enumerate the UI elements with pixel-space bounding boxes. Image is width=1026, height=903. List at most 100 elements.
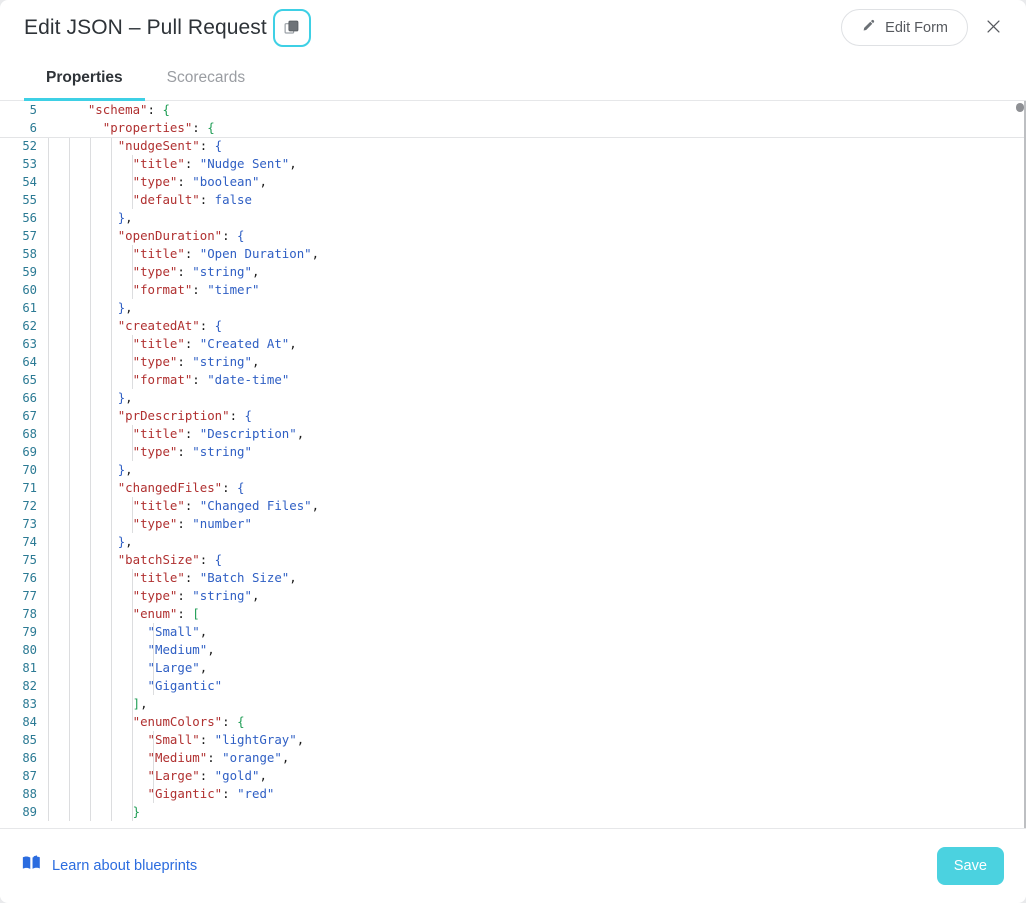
code-line-content[interactable]: "Gigantic"	[44, 677, 1026, 695]
code-line-content[interactable]: "type": "string",	[44, 263, 1026, 281]
code-line[interactable]: 53 "title": "Nudge Sent",	[0, 155, 1026, 173]
json-token	[58, 408, 118, 423]
code-line[interactable]: 67 "prDescription": {	[0, 407, 1026, 425]
code-line-content[interactable]: "title": "Open Duration",	[44, 245, 1026, 263]
indent-guides	[44, 695, 1026, 713]
code-line-content[interactable]: "nudgeSent": {	[44, 137, 1026, 155]
code-line[interactable]: 79 "Small",	[0, 623, 1026, 641]
code-line-content[interactable]: "Gigantic": "red"	[44, 785, 1026, 803]
line-number: 68	[22, 427, 37, 441]
indent-guide	[48, 479, 49, 497]
code-line[interactable]: 84 "enumColors": {	[0, 713, 1026, 731]
code-line[interactable]: 58 "title": "Open Duration",	[0, 245, 1026, 263]
code-line-content[interactable]: },	[44, 461, 1026, 479]
code-line[interactable]: 62 "createdAt": {	[0, 317, 1026, 335]
code-line[interactable]: 70 },	[0, 461, 1026, 479]
close-button[interactable]	[976, 11, 1010, 45]
code-line-content[interactable]: },	[44, 389, 1026, 407]
code-line-content[interactable]: "batchSize": {	[44, 551, 1026, 569]
code-line[interactable]: 5 "schema": {	[0, 101, 1026, 119]
code-line-content[interactable]: "title": "Description",	[44, 425, 1026, 443]
indent-guide	[48, 803, 49, 821]
code-line-content[interactable]: },	[44, 533, 1026, 551]
code-line[interactable]: 86 "Medium": "orange",	[0, 749, 1026, 767]
code-line[interactable]: 74 },	[0, 533, 1026, 551]
code-line-content[interactable]: "type": "string",	[44, 587, 1026, 605]
code-line[interactable]: 82 "Gigantic"	[0, 677, 1026, 695]
code-line[interactable]: 78 "enum": [	[0, 605, 1026, 623]
code-line-content[interactable]: "changedFiles": {	[44, 479, 1026, 497]
code-line[interactable]: 72 "title": "Changed Files",	[0, 497, 1026, 515]
tab-properties[interactable]: Properties	[24, 55, 145, 101]
save-button[interactable]: Save	[936, 846, 1004, 885]
code-line-content[interactable]: "title": "Changed Files",	[44, 497, 1026, 515]
indent-guide	[48, 623, 49, 641]
code-line-content[interactable]: "format": "date-time"	[44, 371, 1026, 389]
code-line-content[interactable]: "title": "Nudge Sent",	[44, 155, 1026, 173]
code-line[interactable]: 89 }	[0, 803, 1026, 821]
json-token	[58, 516, 133, 531]
code-line[interactable]: 77 "type": "string",	[0, 587, 1026, 605]
code-line-content[interactable]: ],	[44, 695, 1026, 713]
code-line-content[interactable]: "title": "Batch Size",	[44, 569, 1026, 587]
code-line-content[interactable]: "enumColors": {	[44, 713, 1026, 731]
learn-about-blueprints-link[interactable]: Learn about blueprints	[22, 855, 197, 876]
code-line-content[interactable]: "type": "string",	[44, 353, 1026, 371]
code-line[interactable]: 54 "type": "boolean",	[0, 173, 1026, 191]
editor-vertical-scrollbar[interactable]	[1014, 101, 1026, 828]
json-code-editor[interactable]: 5 "schema": {6 "properties": { 52 "nudge…	[0, 101, 1026, 829]
code-line-content[interactable]: "Small": "lightGray",	[44, 731, 1026, 749]
code-line[interactable]: 83 ],	[0, 695, 1026, 713]
code-line-content[interactable]: "Large": "gold",	[44, 767, 1026, 785]
scrollbar-thumb[interactable]	[1016, 103, 1024, 112]
code-lines[interactable]: 52 "nudgeSent": {53 "title": "Nudge Sent…	[0, 137, 1026, 821]
copy-icon-button[interactable]	[272, 8, 311, 47]
code-line[interactable]: 55 "default": false	[0, 191, 1026, 209]
json-token: :	[177, 354, 193, 369]
code-line-content[interactable]: "Medium": "orange",	[44, 749, 1026, 767]
code-line-content[interactable]: "schema": {	[44, 101, 1026, 119]
code-line[interactable]: 81 "Large",	[0, 659, 1026, 677]
code-line[interactable]: 68 "title": "Description",	[0, 425, 1026, 443]
code-line-content[interactable]: "enum": [	[44, 605, 1026, 623]
code-line[interactable]: 88 "Gigantic": "red"	[0, 785, 1026, 803]
code-line-content[interactable]: "prDescription": {	[44, 407, 1026, 425]
code-line[interactable]: 52 "nudgeSent": {	[0, 137, 1026, 155]
code-line[interactable]: 66 },	[0, 389, 1026, 407]
code-line-content[interactable]: "type": "boolean",	[44, 173, 1026, 191]
code-line[interactable]: 75 "batchSize": {	[0, 551, 1026, 569]
code-line-content[interactable]: },	[44, 299, 1026, 317]
code-line-content[interactable]: "Large",	[44, 659, 1026, 677]
code-line[interactable]: 76 "title": "Batch Size",	[0, 569, 1026, 587]
code-line[interactable]: 59 "type": "string",	[0, 263, 1026, 281]
code-line-content[interactable]: }	[44, 803, 1026, 821]
tab-scorecards[interactable]: Scorecards	[145, 55, 267, 101]
code-line[interactable]: 73 "type": "number"	[0, 515, 1026, 533]
code-line[interactable]: 56 },	[0, 209, 1026, 227]
code-line-content[interactable]: "type": "string"	[44, 443, 1026, 461]
code-line[interactable]: 80 "Medium",	[0, 641, 1026, 659]
code-line-content[interactable]: "Small",	[44, 623, 1026, 641]
code-line[interactable]: 6 "properties": {	[0, 119, 1026, 137]
code-line-content[interactable]: "properties": {	[44, 119, 1026, 137]
code-line-content[interactable]: "format": "timer"	[44, 281, 1026, 299]
code-line[interactable]: 64 "type": "string",	[0, 353, 1026, 371]
code-line-content[interactable]: "openDuration": {	[44, 227, 1026, 245]
code-line-content[interactable]: },	[44, 209, 1026, 227]
code-line[interactable]: 85 "Small": "lightGray",	[0, 731, 1026, 749]
code-line[interactable]: 71 "changedFiles": {	[0, 479, 1026, 497]
code-line[interactable]: 87 "Large": "gold",	[0, 767, 1026, 785]
code-line[interactable]: 65 "format": "date-time"	[0, 371, 1026, 389]
json-token	[58, 534, 118, 549]
code-line[interactable]: 60 "format": "timer"	[0, 281, 1026, 299]
code-line-content[interactable]: "createdAt": {	[44, 317, 1026, 335]
code-line-content[interactable]: "Medium",	[44, 641, 1026, 659]
code-line[interactable]: 69 "type": "string"	[0, 443, 1026, 461]
code-line[interactable]: 61 },	[0, 299, 1026, 317]
code-line-content[interactable]: "default": false	[44, 191, 1026, 209]
edit-form-button[interactable]: Edit Form	[841, 9, 968, 46]
code-line-content[interactable]: "type": "number"	[44, 515, 1026, 533]
code-line-content[interactable]: "title": "Created At",	[44, 335, 1026, 353]
code-line[interactable]: 63 "title": "Created At",	[0, 335, 1026, 353]
code-line[interactable]: 57 "openDuration": {	[0, 227, 1026, 245]
